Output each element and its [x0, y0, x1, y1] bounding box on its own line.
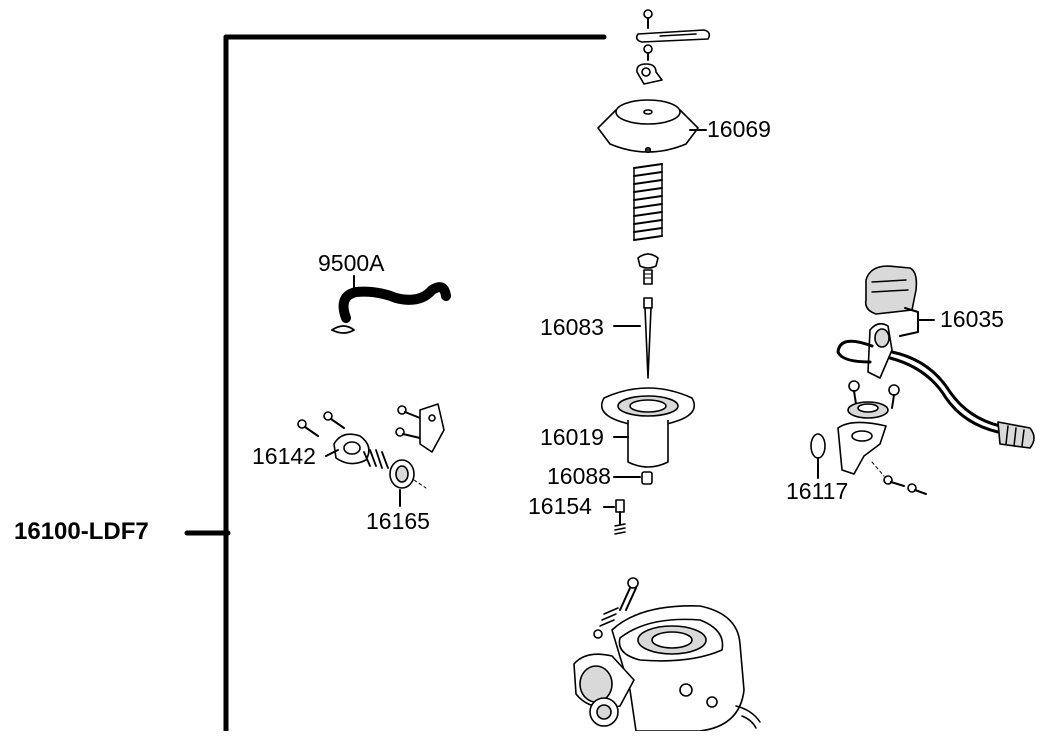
- jet-needle-part: [643, 297, 653, 379]
- enrichener-part: [297, 403, 445, 489]
- top-cover-part: [597, 99, 699, 154]
- callout-16019: 16019: [540, 424, 604, 450]
- needle-retainer-part: [637, 253, 659, 285]
- callout-16165: 16165: [366, 508, 430, 534]
- callout-16088: 16088: [547, 463, 611, 489]
- assembly-number-label: 16100-LDF7: [14, 518, 149, 545]
- carburetor-body-part: [573, 577, 761, 732]
- callout-9500A: 9500A: [318, 250, 385, 276]
- linkage-arm-part: [635, 9, 711, 85]
- callout-16035: 16035: [940, 306, 1004, 332]
- callout-16069: 16069: [707, 116, 771, 142]
- callout-16083: 16083: [540, 314, 604, 340]
- assembly-bracket: [184, 34, 607, 734]
- callout-16154: 16154: [528, 493, 592, 519]
- needle-jet-holder-part: [641, 471, 653, 485]
- callout-16142: 16142: [252, 443, 316, 469]
- main-jet-part: [614, 499, 626, 535]
- o-ring-part: [810, 433, 826, 459]
- callout-16117: 16117: [786, 478, 849, 504]
- auto-choke-part: [836, 265, 1035, 495]
- diaphragm-piston-part: [600, 387, 696, 468]
- hose-part: [331, 275, 451, 334]
- spring-part: [633, 163, 663, 241]
